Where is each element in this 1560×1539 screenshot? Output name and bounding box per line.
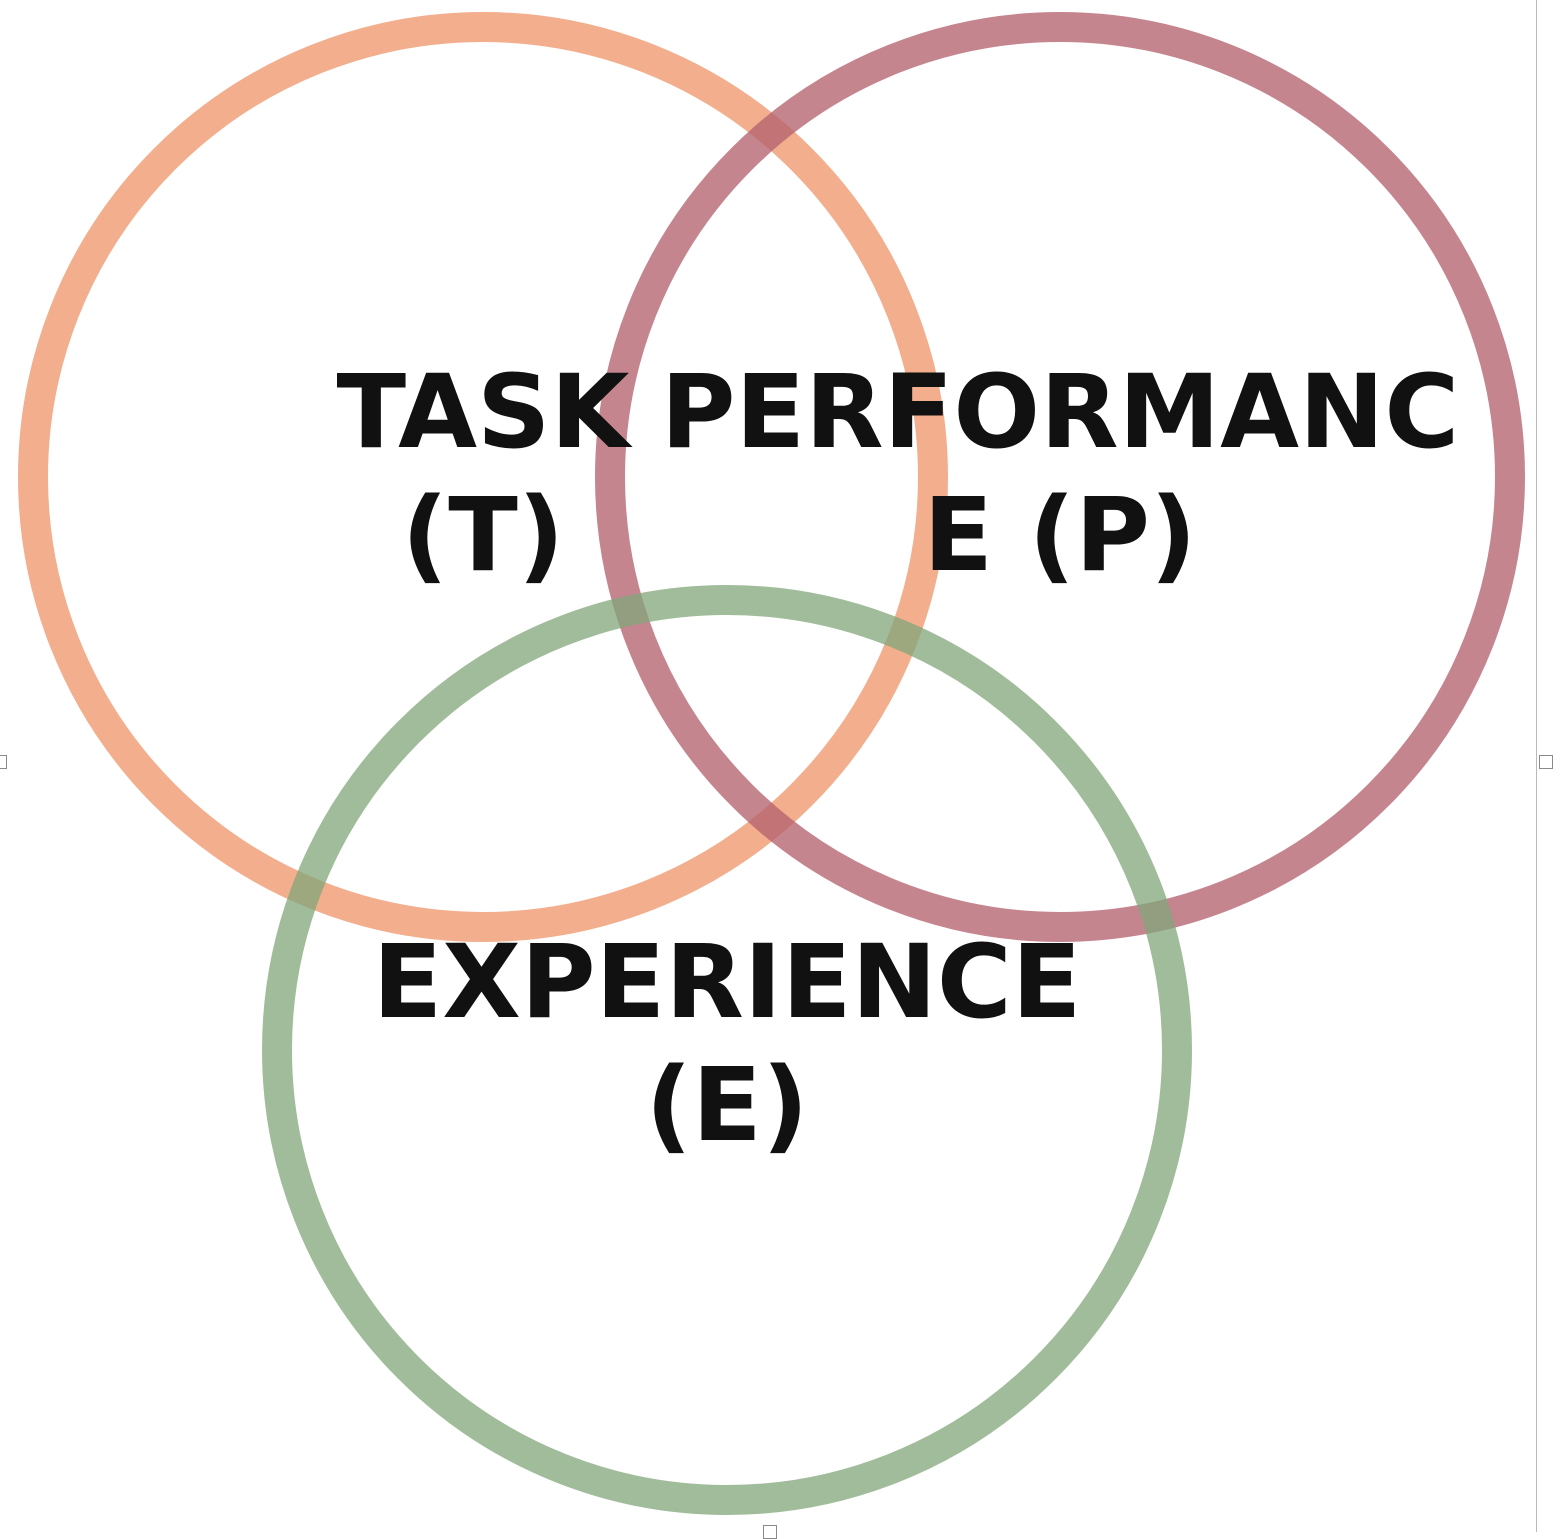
experience-label-line-2: (E) bbox=[646, 1046, 809, 1165]
left-resize-handle[interactable] bbox=[0, 755, 7, 769]
task-circle bbox=[18, 12, 948, 942]
right-resize-handle[interactable] bbox=[1539, 755, 1553, 769]
experience-circle bbox=[262, 585, 1192, 1515]
experience-label-line-1: EXPERIENCE bbox=[373, 923, 1082, 1042]
canvas-border bbox=[1536, 0, 1537, 1532]
performance-label-line-2: E (P) bbox=[923, 476, 1196, 595]
task-label-line-1: TASK bbox=[336, 353, 633, 472]
task-label-line-2: (T) bbox=[402, 476, 565, 595]
performance-label-line-1: PERFORMANC bbox=[661, 353, 1460, 472]
performance-circle bbox=[595, 12, 1525, 942]
bottom-resize-handle[interactable] bbox=[763, 1525, 777, 1539]
